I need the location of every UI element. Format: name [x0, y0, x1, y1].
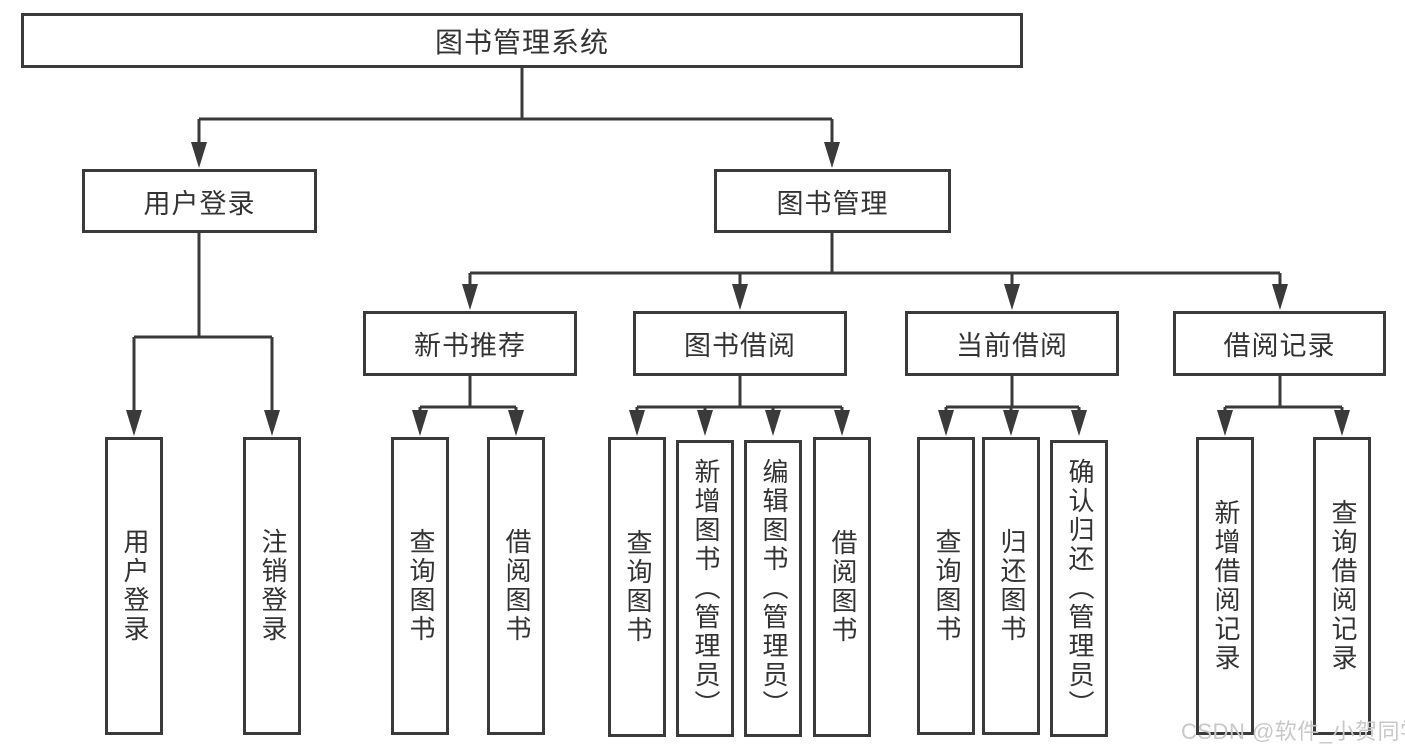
node-current-borrowing: 当前借阅 — [905, 311, 1119, 376]
node-borrow-records: 借阅记录 — [1173, 311, 1386, 376]
node-label: 当前借阅 — [956, 331, 1068, 361]
leaf-label: 查询图书 — [931, 528, 962, 644]
leaf-label: 确认归还（管理员） — [1064, 458, 1095, 719]
leaf-label: 借阅图书 — [827, 529, 858, 645]
leaf-confirm-return-admin: 确认归还（管理员） — [1050, 440, 1108, 737]
leaf-label: 查询图书 — [405, 528, 436, 644]
leaf-search-books-recommend: 查询图书 — [391, 437, 449, 735]
node-user-login: 用户登录 — [82, 169, 317, 233]
node-label: 新书推荐 — [414, 331, 526, 361]
leaf-add-borrow-record: 新增借阅记录 — [1196, 437, 1254, 735]
leaf-borrow-books-borrowing: 借阅图书 — [813, 437, 871, 737]
leaf-label: 归还图书 — [996, 528, 1027, 644]
leaf-logout: 注销登录 — [243, 437, 301, 735]
leaf-search-books-borrowing: 查询图书 — [608, 437, 666, 737]
node-label: 用户登录 — [143, 188, 256, 219]
leaf-label: 新增图书（管理员） — [690, 458, 721, 719]
leaf-edit-book-admin: 编辑图书（管理员） — [744, 440, 802, 737]
node-label: 图书管理系统 — [434, 26, 609, 58]
node-label: 图书管理 — [776, 188, 889, 219]
leaf-label: 注销登录 — [257, 528, 288, 644]
leaf-search-books-current: 查询图书 — [917, 437, 975, 735]
node-label: 图书借阅 — [684, 331, 796, 361]
node-new-book-recommend: 新书推荐 — [363, 311, 577, 376]
node-book-management: 图书管理 — [714, 169, 951, 233]
node-label: 借阅记录 — [1223, 331, 1336, 361]
watermark-csdn: CSDN @软件_小贺同学 — [1181, 719, 1405, 744]
leaf-add-book-admin: 新增图书（管理员） — [676, 440, 734, 737]
leaf-label: 新增借阅记录 — [1210, 499, 1241, 673]
node-library-management-system: 图书管理系统 — [21, 13, 1023, 68]
leaf-search-borrow-record: 查询借阅记录 — [1313, 437, 1371, 735]
leaf-label: 用户登录 — [119, 528, 150, 644]
leaf-label: 查询图书 — [622, 529, 653, 645]
leaf-return-books: 归还图书 — [982, 437, 1040, 735]
leaf-label: 编辑图书（管理员） — [758, 458, 789, 719]
leaf-user-login: 用户登录 — [105, 437, 163, 735]
leaf-label: 查询借阅记录 — [1327, 499, 1358, 673]
leaf-borrow-books-recommend: 借阅图书 — [487, 437, 545, 735]
node-book-borrowing: 图书借阅 — [633, 311, 847, 376]
leaf-label: 借阅图书 — [501, 528, 532, 644]
